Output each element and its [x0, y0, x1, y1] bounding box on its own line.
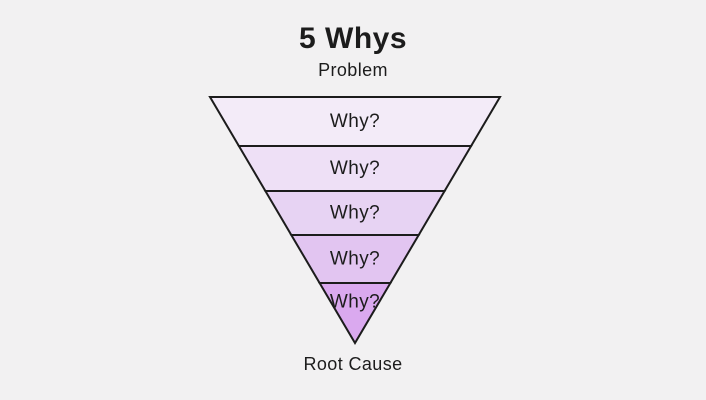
diagram-title: 5 Whys: [298, 22, 408, 55]
funnel-level-label-2: Why?: [330, 158, 380, 179]
funnel-level-label-3: Why?: [330, 203, 380, 224]
funnel-level-label-4: Why?: [330, 249, 380, 270]
root-cause-label: Root Cause: [303, 354, 403, 374]
funnel-level-label-1: Why?: [330, 111, 380, 132]
funnel-level-5: [317, 282, 393, 345]
funnel-level-label-5: Why?: [330, 292, 380, 313]
problem-label: Problem: [318, 60, 388, 80]
